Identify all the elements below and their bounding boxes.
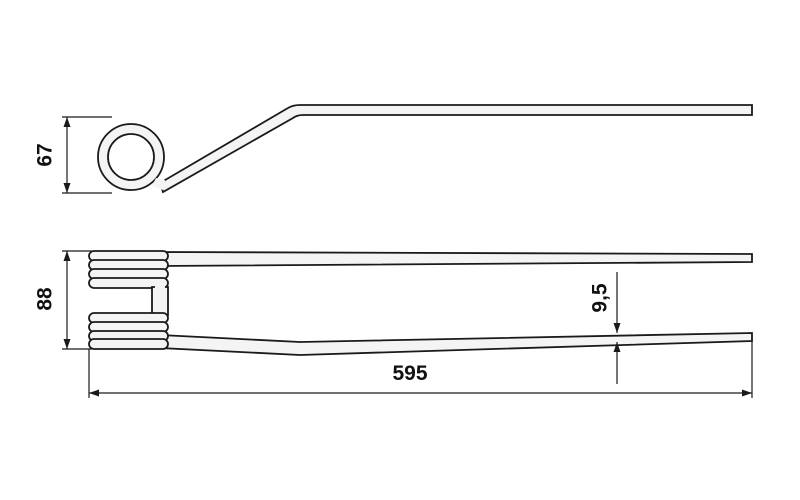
dimension-coil-height xyxy=(62,116,112,194)
dimension-length-label: 595 xyxy=(392,362,427,385)
dimension-coil-height-label: 67 xyxy=(34,143,57,166)
upper-coil-winding xyxy=(88,277,169,289)
dimension-tip-thickness-label: 9,5 xyxy=(589,283,612,313)
lower-tine xyxy=(159,332,753,356)
top-view xyxy=(97,104,753,194)
coil-ring xyxy=(97,123,165,191)
dimension-total-height-label: 88 xyxy=(34,287,57,311)
upper-tine xyxy=(157,251,753,267)
dimension-length xyxy=(88,341,753,398)
lower-coil-winding xyxy=(88,338,169,350)
dimension-total-height xyxy=(62,250,92,350)
tine-arm xyxy=(158,104,753,194)
bottom-view xyxy=(88,250,753,356)
